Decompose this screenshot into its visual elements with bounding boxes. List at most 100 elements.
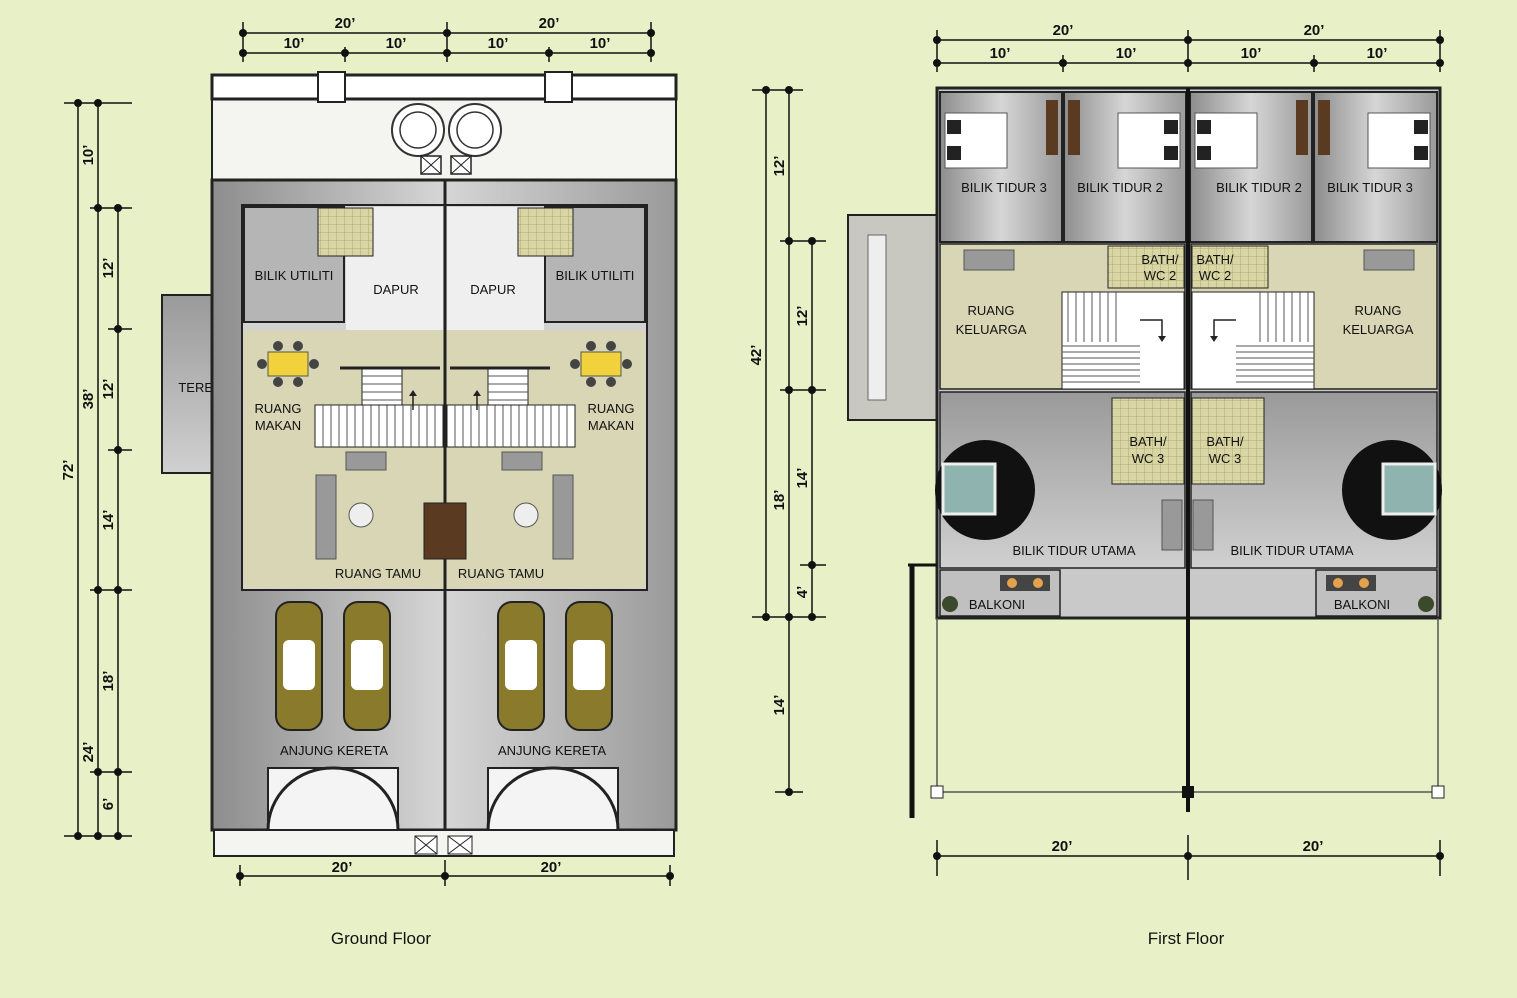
gf-dim-total-height: 72’ — [60, 460, 77, 481]
plant-icon — [942, 596, 958, 612]
bed-icon — [1117, 112, 1181, 169]
ff-label-bath-wc3-left-1: BATH/ — [1129, 434, 1167, 449]
main-door-icon — [423, 502, 467, 560]
ff-label-bath-wc2-right-2: WC 2 — [1199, 268, 1232, 283]
bed-icon — [1367, 112, 1431, 169]
ff-bath-wc2-left — [1107, 245, 1185, 289]
gf-dim-top-sub-3: 10’ — [488, 35, 509, 52]
sofa-icon — [963, 249, 1015, 271]
ff-dim-top-sub-4: 10’ — [1367, 45, 1388, 62]
gf-dim-top-sub-2: 10’ — [386, 35, 407, 52]
column-icon — [1431, 785, 1445, 799]
ff-label-balkoni-right: BALKONI — [1334, 597, 1390, 612]
ff-dim-top-sub-3: 10’ — [1241, 45, 1262, 62]
ff-label-bath-wc2-left-1: BATH/ — [1141, 252, 1179, 267]
gf-left-dimensions: 72’ 10’ 38’ 24’ 6’ 12’ 12’ 14’ 18’ — [60, 99, 132, 840]
ff-dim-porch-below: 14’ — [771, 695, 788, 716]
ff-dim-family-area: 12’ — [794, 306, 811, 327]
gf-dim-top-sub-1: 10’ — [284, 35, 305, 52]
front-gate-icon — [486, 766, 620, 831]
gf-back-fence — [210, 73, 678, 101]
gf-toilet-left — [317, 207, 374, 257]
ff-label-bilik-tidur-3-left: BILIK TIDUR 3 — [961, 180, 1047, 195]
plant-icon — [1418, 596, 1434, 612]
vanity-icon — [1192, 499, 1214, 551]
ff-dim-top-left: 20’ — [1053, 22, 1074, 39]
wardrobe-icon — [1296, 100, 1308, 155]
ff-dim-master-bedroom: 18’ — [771, 490, 788, 511]
gf-dim-top-right: 20’ — [539, 15, 560, 32]
front-gate-icon — [266, 766, 400, 831]
septic-tank-icon — [391, 103, 502, 175]
ff-label-ruang-keluarga-right-2: KELUARGA — [1343, 322, 1414, 337]
gf-dim-dining: 12’ — [100, 379, 117, 400]
gf-label-anjung-kereta-left: ANJUNG KERETA — [280, 743, 388, 758]
gf-top-dimensions: 20’ 20’ 10’ 10’ 10’ 10’ — [239, 15, 655, 62]
ff-label-bilik-tidur-utama-right: BILIK TIDUR UTAMA — [1230, 543, 1353, 558]
car-icon — [275, 601, 323, 731]
gf-toilet-right — [517, 207, 574, 257]
gf-label-bilik-utiliti-left: BILIK UTILITI — [255, 268, 334, 283]
gf-teres-area — [161, 294, 215, 474]
ff-label-bath-wc2-left-2: WC 2 — [1144, 268, 1177, 283]
ff-label-ruang-keluarga-left-2: KELUARGA — [956, 322, 1027, 337]
sofa-icon — [1363, 249, 1415, 271]
gf-front-drain — [213, 829, 675, 857]
bed-icon — [944, 112, 1008, 169]
ground-floor-caption: Ground Floor — [331, 929, 431, 948]
staircase-icon — [1061, 291, 1185, 390]
ff-dim-bottom-right: 20’ — [1303, 838, 1324, 855]
staircase-icon — [314, 366, 444, 448]
gf-dim-setback: 6’ — [100, 798, 117, 811]
ff-dim-total-height: 42’ — [748, 345, 765, 366]
bed-icon — [935, 440, 1035, 540]
column-icon — [1182, 786, 1194, 798]
gf-label-ruang-makan-right-1: RUANG — [588, 401, 635, 416]
ff-label-bath-wc3-right-2: WC 3 — [1209, 451, 1242, 466]
gf-dim-top-sub-4: 10’ — [590, 35, 611, 52]
gf-label-ruang-makan-left-1: RUANG — [255, 401, 302, 416]
ff-label-bilik-tidur-3-right: BILIK TIDUR 3 — [1327, 180, 1413, 195]
ff-dim-top-sub-1: 10’ — [990, 45, 1011, 62]
sofa-set-icon — [315, 451, 387, 560]
ff-label-bath-wc3-right-1: BATH/ — [1206, 434, 1244, 449]
gf-dim-house-depth: 38’ — [80, 389, 97, 410]
gf-label-ruang-tamu-right: RUANG TAMU — [458, 566, 544, 581]
gf-back-gate-left — [317, 71, 346, 103]
chairs-icon — [1000, 575, 1050, 591]
gf-bottom-dimensions: 20’ 20’ — [236, 859, 674, 886]
ff-top-dimensions: 20’ 20’ 10’ 10’ 10’ 10’ — [933, 22, 1444, 72]
first-floor-caption: First Floor — [1148, 929, 1225, 948]
ff-bath-wc3-right — [1191, 397, 1265, 485]
wardrobe-icon — [1318, 100, 1330, 155]
ground-floor-plan: 20’ 20’ 10’ 10’ 10’ 10’ 72’ 10 — [60, 15, 678, 948]
ff-bottom-dimensions: 20’ 20’ — [933, 835, 1444, 880]
ff-bath-wc2-right — [1191, 245, 1269, 289]
ff-dim-rear-bedrooms: 12’ — [771, 156, 788, 177]
gf-back-gate-right — [544, 71, 573, 103]
ff-dim-top-sub-2: 10’ — [1116, 45, 1137, 62]
ff-label-bilik-tidur-utama-left: BILIK TIDUR UTAMA — [1012, 543, 1135, 558]
gf-dim-kitchen: 12’ — [100, 258, 117, 279]
bed-icon — [1342, 440, 1442, 540]
ff-dim-top-right: 20’ — [1304, 22, 1325, 39]
ff-label-ruang-keluarga-right-1: RUANG — [1355, 303, 1402, 318]
gf-dim-living: 14’ — [100, 510, 117, 531]
ff-label-ruang-keluarga-left-1: RUANG — [968, 303, 1015, 318]
gf-label-bilik-utiliti-right: BILIK UTILITI — [556, 268, 635, 283]
ff-label-balkoni-left: BALKONI — [969, 597, 1025, 612]
ff-label-bilik-tidur-2-left: BILIK TIDUR 2 — [1077, 180, 1163, 195]
gf-dim-top-left: 20’ — [335, 15, 356, 32]
ff-left-dimensions: 42’ 12’ 18’ 14’ 12’ 14’ 4’ — [748, 86, 826, 796]
ff-dim-balcony: 4’ — [794, 586, 811, 599]
ff-side-roof-gutter — [867, 234, 887, 401]
wardrobe-icon — [1046, 100, 1058, 155]
ff-label-bilik-tidur-2-right: BILIK TIDUR 2 — [1216, 180, 1302, 195]
ff-side-roof — [847, 214, 939, 421]
ff-label-bath-wc3-left-2: WC 3 — [1132, 451, 1165, 466]
column-icon — [930, 785, 944, 799]
ff-bath-wc3-left — [1111, 397, 1185, 485]
manhole-icon — [414, 835, 473, 855]
gf-label-ruang-makan-left-2: MAKAN — [255, 418, 301, 433]
